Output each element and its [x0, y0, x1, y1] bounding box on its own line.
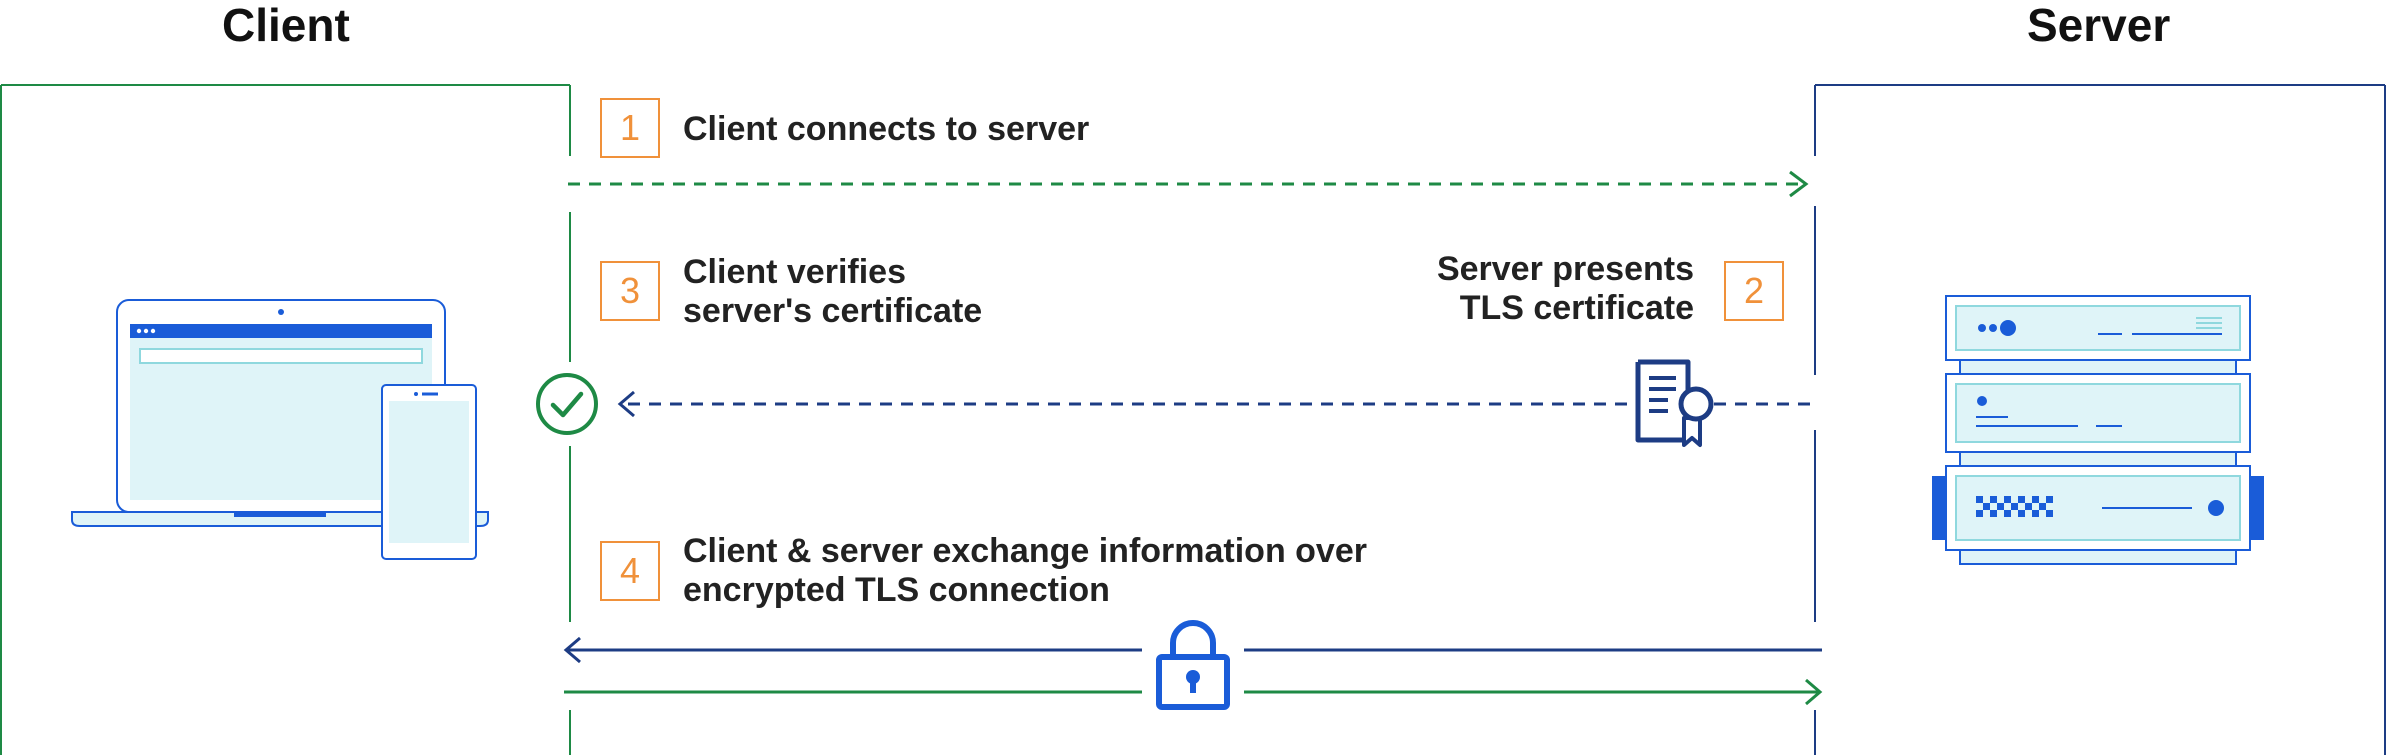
step-2-line1: Server presents [1436, 250, 1694, 288]
step-4-text: Client & server exchange information ove… [683, 532, 1367, 610]
arrow-server-to-client-solid [563, 636, 1822, 664]
step-2-text: Server presents TLS certificate [1437, 250, 1694, 328]
step-1-text: Client connects to server [683, 110, 1090, 148]
step-1-number: 1 [600, 98, 660, 158]
step-3-line2: server's certificate [683, 292, 983, 330]
client-title: Client [222, 0, 350, 51]
step-3-number: 3 [600, 261, 660, 321]
step-2-number: 2 [1724, 261, 1784, 321]
arrow-client-to-server-solid [564, 678, 1823, 706]
server-panel [1814, 84, 2386, 755]
arrow-client-to-server [568, 170, 1809, 198]
step-3-line1: Client verifies [683, 253, 906, 291]
step-4-line1: Client & server exchange information ove… [683, 532, 1367, 570]
step-4-number: 4 [600, 541, 660, 601]
server-title: Server [2027, 0, 2171, 51]
server-rack-icon [1932, 295, 2264, 565]
lock-icon [1156, 620, 1230, 710]
phone-icon [381, 384, 477, 560]
step-3-text: Client verifies server's certificate [683, 253, 982, 331]
step-2-line2: TLS certificate [1459, 289, 1694, 327]
client-panel [0, 84, 571, 755]
certificate-icon [1635, 359, 1714, 447]
arrow-server-to-client-dashed [617, 390, 1816, 418]
step-4-line2: encrypted TLS connection [683, 571, 1110, 609]
check-circle-icon [536, 373, 598, 435]
